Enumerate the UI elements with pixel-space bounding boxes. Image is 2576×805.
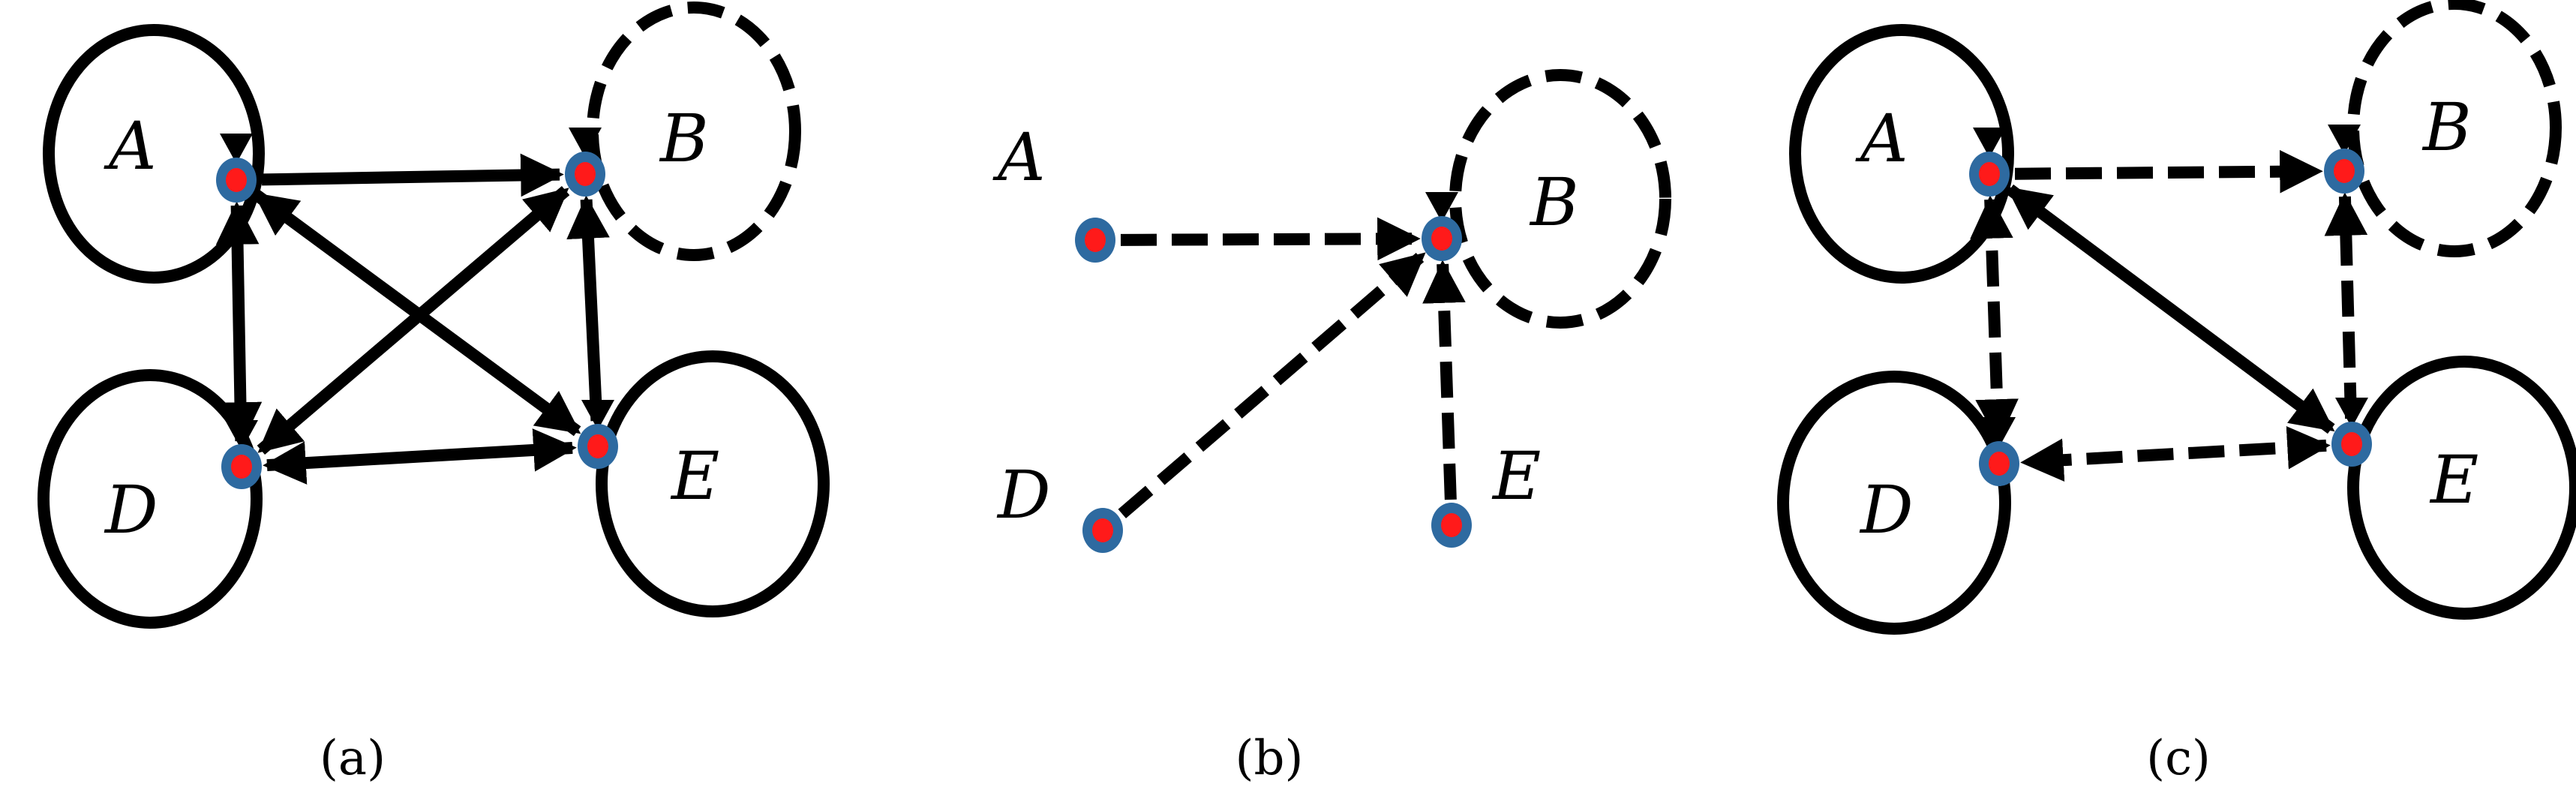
panel-b-dots — [1075, 216, 1472, 553]
self-loop-arrowhead-a-A — [220, 134, 253, 164]
node-dot-core-c-B — [2334, 159, 2355, 183]
edge-c-E-D — [2020, 425, 2331, 482]
node-dot-core-b-A — [1085, 228, 1106, 252]
panel-a-edges — [215, 153, 610, 485]
node-label-a-E: E — [670, 437, 719, 515]
edge-a-A-D — [215, 201, 263, 446]
panel-b-loops — [1425, 69, 1671, 329]
panel-b-edges — [1118, 217, 1466, 518]
node-dot-core-b-E — [1441, 513, 1462, 537]
edge-b-D-B — [1118, 251, 1427, 518]
panel-c-labels: A B D E — [1855, 89, 2478, 548]
panel-caption-a: (a) — [320, 731, 386, 786]
edge-c-A-E — [2006, 184, 2335, 434]
edge-b-E-B — [1422, 260, 1466, 500]
node-dot-core-a-E — [587, 434, 608, 458]
panel-c-loops — [1777, 0, 2576, 635]
panel-c-dots — [1969, 149, 2372, 486]
edge-c-A-D — [1970, 195, 2019, 443]
node-label-a-D: D — [104, 471, 158, 548]
self-loop-c-D — [1777, 371, 2011, 635]
edge-a-E-B — [566, 195, 610, 422]
node-dot-core-c-E — [2341, 432, 2362, 456]
edge-a-D-E — [263, 428, 577, 485]
panel-caption-b: (b) — [1235, 731, 1304, 786]
node-dot-core-c-D — [1989, 452, 2010, 476]
node-label-b-E: E — [1491, 437, 1541, 515]
node-label-c-B: B — [2421, 89, 2472, 166]
self-loop-arrowhead-c-B — [2328, 125, 2361, 155]
panel-a: A B D E (a) — [38, 2, 830, 786]
self-loop-a-B — [587, 2, 801, 261]
self-loop-c-B — [2347, 0, 2562, 257]
node-label-b-D: D — [996, 456, 1051, 533]
edge-a-A-B — [261, 153, 564, 197]
node-dot-core-b-D — [1092, 518, 1113, 542]
self-loop-arrowhead-b-B — [1425, 192, 1458, 222]
node-label-c-A: A — [1855, 100, 1908, 177]
edge-c-E-B — [2324, 192, 2368, 419]
node-label-b-A: A — [992, 119, 1046, 196]
self-loop-a-A — [43, 24, 265, 284]
panel-b-labels: A B D E — [992, 119, 1579, 533]
node-dot-core-a-A — [226, 168, 247, 192]
node-label-a-A: A — [104, 107, 157, 185]
panel-c-edges — [1970, 149, 2368, 482]
self-loop-arrowhead-a-B — [569, 128, 602, 158]
panel-a-loops — [38, 2, 830, 629]
node-dot-core-a-B — [575, 162, 596, 186]
self-loop-a-D — [38, 369, 263, 629]
self-loop-arrowhead-c-A — [1973, 128, 2006, 158]
panel-a-dots — [216, 152, 618, 489]
node-dot-core-a-D — [231, 455, 252, 479]
node-dot-core-c-A — [1979, 162, 2000, 186]
self-loop-c-E — [2347, 356, 2576, 620]
self-loop-c-A — [1789, 24, 2014, 284]
self-loop-b-B — [1449, 69, 1671, 329]
self-loop-a-E — [596, 350, 830, 617]
panel-a-labels: A B D E — [104, 100, 719, 548]
node-label-c-E: E — [2429, 441, 2478, 518]
node-dot-core-b-B — [1431, 227, 1452, 251]
node-label-b-B: B — [1529, 164, 1579, 241]
panel-b: A B D E (b) — [992, 69, 1671, 786]
panel-caption-c: (c) — [2146, 731, 2211, 786]
edge-a-D-B — [257, 185, 570, 455]
panel-c: A B D E (c) — [1777, 0, 2576, 786]
edge-b-A-B — [1120, 217, 1421, 261]
node-label-a-B: B — [659, 100, 709, 177]
node-label-c-D: D — [1859, 471, 1914, 548]
edge-c-A-B — [2014, 149, 2323, 194]
